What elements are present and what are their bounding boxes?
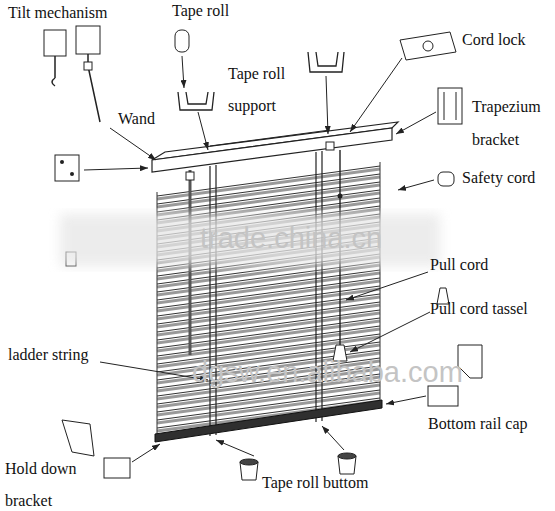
leader-line (100, 362, 208, 380)
leader-line (198, 112, 208, 150)
tape-roll-buttom (240, 459, 258, 465)
tape-roll (175, 30, 189, 52)
leader-line (182, 56, 184, 88)
part-label: Pull cord (430, 256, 488, 274)
leader-line (322, 426, 344, 450)
part-label: Tape roll buttom (262, 474, 368, 492)
safety-cord (438, 172, 454, 186)
leader-line (110, 128, 156, 160)
leader-line (346, 272, 428, 300)
leader-line (216, 440, 254, 456)
ladder-string (210, 151, 322, 436)
tilt-mechanism-part (84, 62, 92, 70)
part-label: ladder string (8, 346, 88, 364)
rail-clip (186, 172, 194, 180)
leader-line (132, 444, 160, 462)
tilt-mechanism-hook (52, 54, 100, 122)
part-label: Cord lock (462, 31, 526, 49)
leader-line (84, 168, 148, 170)
leader-line (398, 180, 434, 190)
leader-line (326, 76, 328, 134)
leader-line (350, 312, 430, 352)
part-label: Pull cord tassel (430, 300, 528, 318)
watermark: dgsw.en.alibaba.com (192, 356, 463, 388)
bottom-rail (155, 400, 382, 442)
end-bracket (55, 155, 79, 181)
part-label: Safety cord (462, 169, 535, 187)
tape-roll-support (178, 92, 214, 110)
part-label: Hold down bracket (5, 453, 85, 511)
safety-cord-bead (338, 194, 343, 199)
part-label: Tilt mechanism (8, 4, 107, 22)
trapezium-bracket (444, 92, 456, 120)
tilt-mechanism-part (76, 26, 100, 54)
head-rail-groove (210, 130, 330, 146)
part-label: Tape roll (172, 2, 229, 20)
watermark-band (60, 214, 440, 266)
tape-roll-buttom (338, 453, 356, 459)
part-label: Trapezium bracket (472, 90, 552, 156)
bottom-rail-cap (104, 458, 130, 478)
head-rail-front (152, 128, 392, 172)
slat-edges (157, 166, 380, 428)
leader-line (350, 58, 402, 132)
screw-hole (60, 160, 64, 164)
screw-hole (70, 172, 74, 176)
cord-lock (400, 32, 456, 60)
trapezium-bracket (438, 88, 462, 124)
slat-side-edges (157, 162, 380, 434)
tilt-mechanism-part (44, 30, 66, 56)
part-label: Tape roll support (228, 58, 313, 122)
leader-line (396, 112, 436, 134)
bottom-rail-cap (428, 386, 458, 406)
part-label: Wand (118, 110, 155, 128)
leader-line (386, 396, 426, 404)
watermark: trade.china.cn (200, 222, 382, 254)
hold-down-bracket (62, 420, 94, 456)
tape-roll-support (308, 52, 344, 72)
part-label: Bottom rail cap (428, 415, 528, 433)
cord-lock-roller (423, 41, 433, 51)
rail-clip (326, 142, 334, 150)
